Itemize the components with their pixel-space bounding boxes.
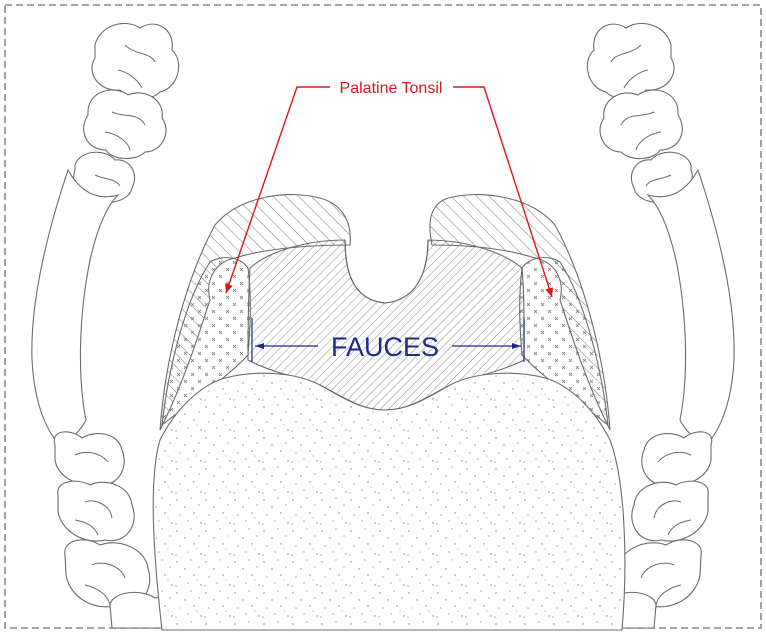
fauces-label: FAUCES xyxy=(331,332,439,362)
left-lower-tooth-1 xyxy=(54,432,124,486)
right-lower-tooth-1 xyxy=(642,432,712,486)
left-upper-molar-2 xyxy=(84,90,166,159)
left-upper-molar-1 xyxy=(92,23,179,98)
right-side-gum-strip xyxy=(648,170,734,445)
palatine-tonsil-label: Palatine Tonsil xyxy=(340,80,443,97)
right-upper-molar-2 xyxy=(600,90,682,159)
tongue-stipple xyxy=(155,375,623,628)
left-side-gum-strip xyxy=(32,170,118,445)
right-upper-molar-1 xyxy=(587,23,674,98)
